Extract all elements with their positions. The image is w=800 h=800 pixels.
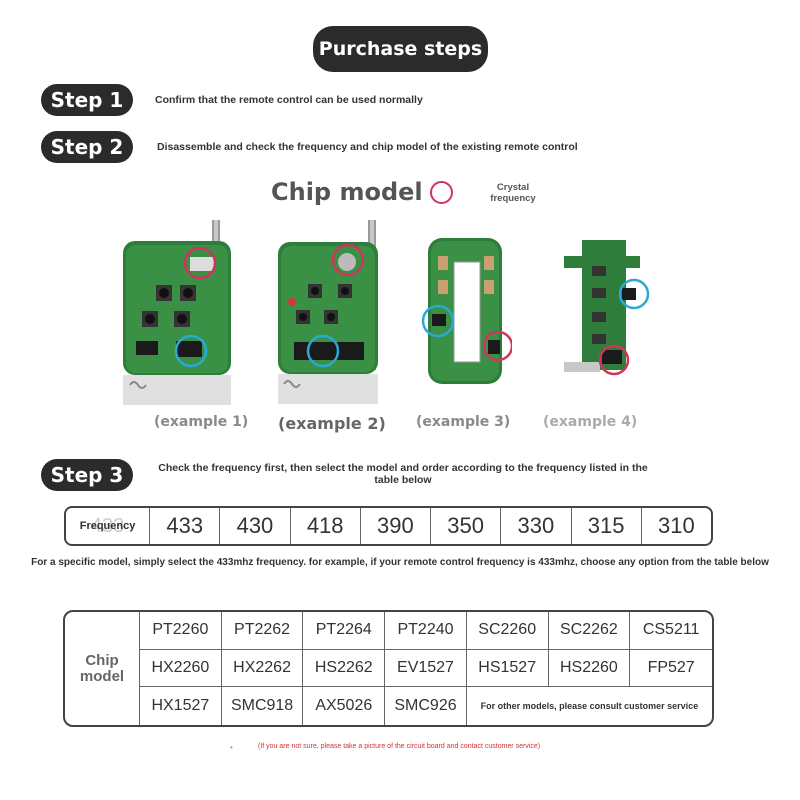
footer-note: (If you are not sure, please take a pict…	[258, 743, 541, 750]
frequency-header-label: Frequency	[79, 520, 136, 532]
chip-model-table: Chip model PT2260 PT2262 PT2264 PT2240 S…	[63, 610, 714, 727]
chip-option[interactable]: PT2264	[303, 612, 386, 650]
circuit-board-example-1	[123, 220, 231, 405]
chip-table-header: Chip model	[65, 612, 140, 725]
page-title: Purchase steps	[313, 26, 488, 72]
chip-option[interactable]: HS2260	[548, 649, 631, 688]
chip-option[interactable]: FP527	[630, 650, 712, 688]
chip-option[interactable]: CS5211	[630, 612, 712, 650]
example-3-label: (example 3)	[416, 414, 511, 430]
example-1-label: (example 1)	[154, 414, 249, 430]
chip-option[interactable]: EV1527	[385, 649, 467, 688]
chip-option[interactable]: PT2240	[385, 612, 467, 650]
step-2-text: Disassemble and check the frequency and …	[157, 141, 578, 153]
step-2-badge: Step 2	[41, 131, 133, 163]
circuit-board-example-3	[421, 238, 512, 384]
chip-model-grid: PT2260 PT2262 PT2264 PT2240 SC2260 SC226…	[140, 612, 712, 725]
chip-option[interactable]: HX2262	[221, 649, 304, 688]
step-1-badge: Step 1	[41, 84, 133, 116]
frequency-option-390[interactable]: 390	[359, 508, 430, 544]
footer-bullet-icon: •	[230, 743, 233, 752]
chip-option[interactable]: HX2260	[140, 649, 222, 688]
chip-option[interactable]: PT2262	[221, 612, 304, 650]
frequency-option-430[interactable]: 430	[219, 508, 289, 544]
frequency-option-433[interactable]: 433	[149, 508, 219, 544]
chip-other-models-note: For other models, please consult custome…	[480, 700, 699, 711]
chip-option[interactable]: SMC926	[385, 687, 467, 725]
frequency-note: For a specific model, simply select the …	[31, 557, 769, 568]
chip-option[interactable]: PT2260	[140, 612, 222, 650]
step-3-badge: Step 3	[41, 459, 133, 491]
chip-option[interactable]: SMC918	[222, 687, 304, 725]
chip-option[interactable]: SC2262	[548, 612, 631, 650]
example-4-label: (example 4)	[543, 414, 638, 430]
chip-option[interactable]: AX5026	[303, 687, 386, 725]
crystal-legend-circle-icon	[430, 181, 453, 204]
chip-option[interactable]: HX1527	[140, 687, 222, 725]
frequency-option-330[interactable]: 330	[500, 508, 570, 544]
step-1-text: Confirm that the remote control can be u…	[155, 94, 423, 106]
chip-model-heading: Chip model	[271, 178, 423, 206]
crystal-legend-text: Crystal frequency	[490, 182, 536, 204]
frequency-option-315[interactable]: 315	[570, 508, 641, 544]
frequency-table: 433 Frequency 433 430 418 390 350 330 31…	[64, 506, 713, 546]
chip-option[interactable]: SC2260	[466, 612, 549, 650]
frequency-option-350[interactable]: 350	[430, 508, 500, 544]
frequency-option-310[interactable]: 310	[640, 508, 711, 544]
example-2-label: (example 2)	[278, 414, 386, 433]
chip-option[interactable]: HS1527	[466, 649, 549, 688]
frequency-header-overlay: 433	[90, 514, 125, 537]
frequency-header: 433 Frequency	[66, 508, 149, 544]
chip-option[interactable]: HS2262	[303, 649, 386, 688]
frequency-option-418[interactable]: 418	[289, 508, 360, 544]
step-3-text: Check the frequency first, then select t…	[158, 462, 648, 486]
circuit-board-example-4	[564, 240, 650, 376]
circuit-board-example-2	[278, 220, 378, 404]
